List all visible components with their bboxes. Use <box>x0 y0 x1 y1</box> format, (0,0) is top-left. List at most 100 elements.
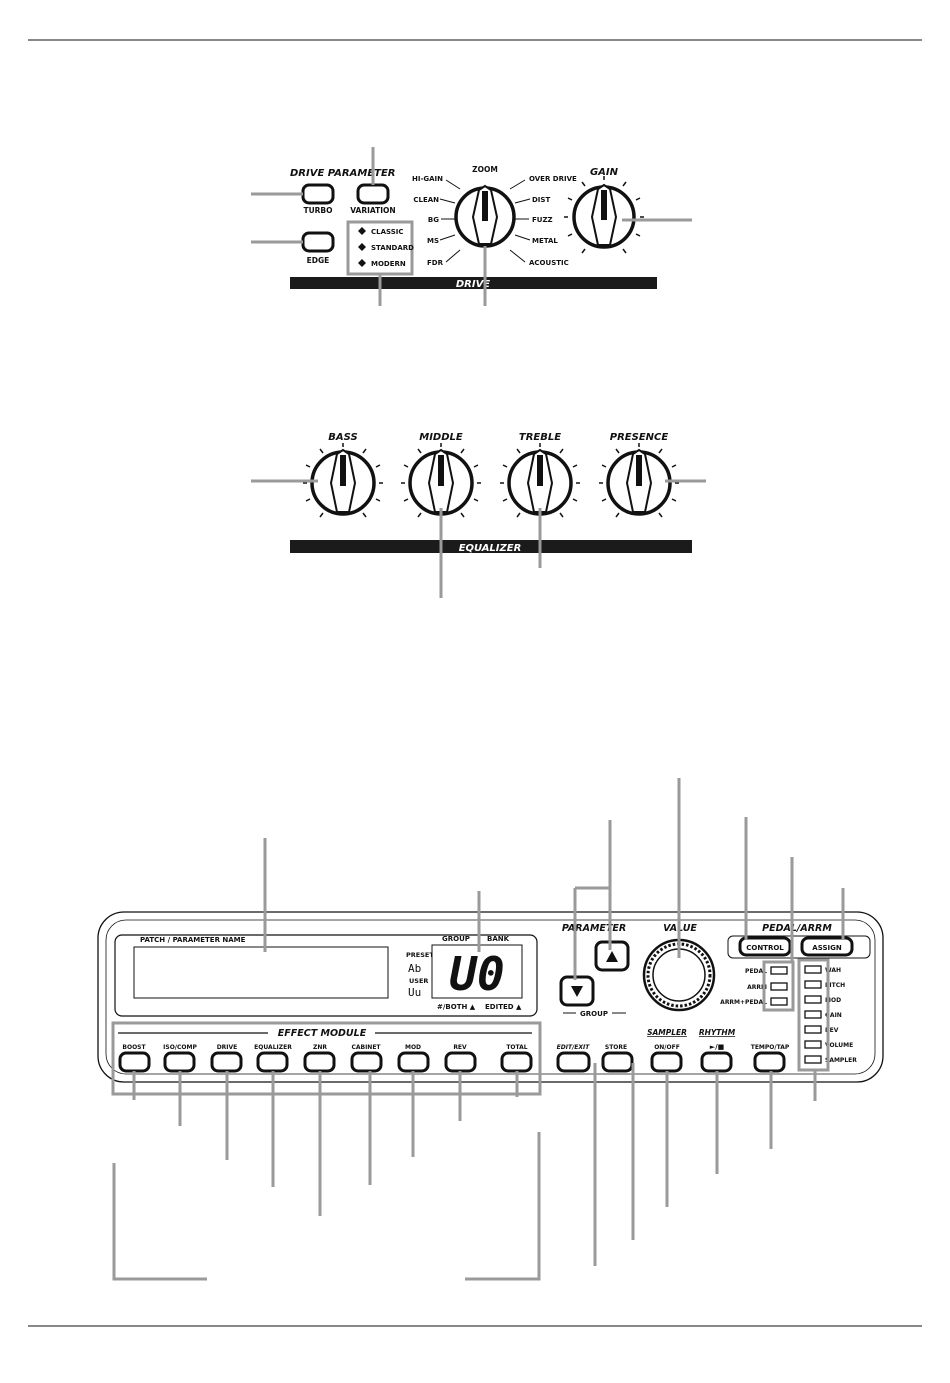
rhythm-play-stop-label: ►/■ <box>710 1043 725 1051</box>
control-label: CONTROL <box>746 944 784 952</box>
group-button-label: GROUP <box>580 1010 608 1018</box>
edge-button[interactable] <box>301 231 335 253</box>
presence-title: PRESENCE <box>610 432 669 443</box>
middle-title: MIDDLE <box>419 432 463 443</box>
preset-label: PRESET <box>406 951 434 959</box>
module-mod-button[interactable] <box>397 1051 430 1073</box>
user-value: Uu <box>408 986 421 999</box>
turbo-label: TURBO <box>303 206 332 215</box>
store-button[interactable] <box>601 1051 634 1073</box>
drive-callout-leaders <box>251 147 692 306</box>
user-label: USER <box>409 977 428 985</box>
turbo-button[interactable] <box>301 183 335 205</box>
assign-led-pitch <box>804 980 822 989</box>
assign-button[interactable] <box>800 936 854 957</box>
module-drive-label: DRIVE <box>217 1044 238 1051</box>
rhythm-title: RHYTHM <box>699 1028 736 1037</box>
drive-type-ms: MS <box>427 237 439 245</box>
equalizer-section-bar <box>290 540 692 553</box>
rhythm-play-stop-button[interactable] <box>700 1051 733 1073</box>
drive-type-fuzz: FUZZ <box>532 216 553 224</box>
variation-label: VARIATION <box>350 206 395 215</box>
down-arrow-icon <box>571 986 583 997</box>
preset-value: Ab <box>408 962 421 975</box>
assign-led-volume-label: VOLUME <box>825 1042 853 1049</box>
effect-module-buttons: BOOST ISO/COMP DRIVE EQUALIZER ZNR CABIN… <box>118 1044 533 1073</box>
drive-type-over-drive: OVER DRIVE <box>529 175 577 183</box>
assign-led-gain <box>804 1010 822 1019</box>
gain-title: GAIN <box>590 167 619 178</box>
drive-section: DRIVE PARAMETER TURBO VARIATION EDGE CLA… <box>251 147 692 306</box>
assign-led-sampler <box>804 1055 822 1064</box>
variation-classic: CLASSIC <box>371 228 404 236</box>
eq-callout-leaders <box>251 479 706 598</box>
bank-lcd <box>431 944 523 999</box>
arrm-pedal-led-label: ARRM+PEDAL <box>720 999 767 1006</box>
treble-knob[interactable] <box>507 448 573 516</box>
parameter-title: PARAMETER <box>562 923 626 934</box>
assign-label: ASSIGN <box>812 944 842 952</box>
up-arrow-icon <box>606 951 618 962</box>
module-cabinet-button[interactable] <box>350 1051 383 1073</box>
sampler-on-off-label: ON/OFF <box>654 1044 680 1051</box>
edit-exit-label: EDIT/EXIT <box>557 1044 591 1051</box>
edited-label: EDITED ▲ <box>485 1003 522 1011</box>
variation-modern: MODERN <box>371 260 406 268</box>
module-total-button[interactable] <box>500 1051 533 1073</box>
module-cabinet-label: CABINET <box>351 1044 381 1051</box>
assign-led-wah <box>804 965 822 974</box>
assign-led-volume <box>804 1040 822 1049</box>
front-panel: PATCH / PARAMETER NAME PRESET Ab USER Uu… <box>97 911 884 1083</box>
eq-scale-ticks <box>303 443 679 518</box>
gain-scale-ticks <box>564 176 644 254</box>
drive-type-clean: CLEAN <box>413 196 439 204</box>
assign-led-mod <box>804 995 822 1004</box>
drive-type-bg: BG <box>428 216 439 224</box>
assign-led-gain-label: GAIN <box>825 1012 842 1019</box>
module-znr-button[interactable] <box>303 1051 336 1073</box>
module-equalizer-label: EQUALIZER <box>254 1044 292 1051</box>
panel-callout-leaders <box>111 778 845 1281</box>
module-iso-comp-button[interactable] <box>163 1051 196 1073</box>
sampler-on-off-button[interactable] <box>650 1051 683 1073</box>
presence-knob[interactable] <box>606 448 672 516</box>
drive-type-acoustic: ACOUSTIC <box>529 259 569 267</box>
bass-knob[interactable] <box>310 448 376 516</box>
group-label: GROUP <box>442 935 470 943</box>
edit-exit-button[interactable] <box>556 1051 591 1073</box>
drive-type-metal: METAL <box>532 237 558 245</box>
assign-led-rev <box>804 1025 822 1034</box>
control-button[interactable] <box>738 936 792 957</box>
pedal-led <box>770 966 788 975</box>
module-equalizer-button[interactable] <box>256 1051 289 1073</box>
equalizer-section: BASS MIDDLE TREBLE PRESENCE <box>251 432 706 598</box>
arrm-led-label: ARRM <box>747 984 767 991</box>
patch-name-lcd <box>133 946 389 999</box>
variation-led-list: CLASSIC STANDARD MODERN <box>358 227 414 268</box>
effect-module-title: EFFECT MODULE <box>278 1028 367 1039</box>
variation-button[interactable] <box>356 183 390 205</box>
module-boost-button[interactable] <box>118 1051 151 1073</box>
module-mod-label: MOD <box>405 1044 421 1051</box>
assign-led-pitch-label: PITCH <box>825 982 845 989</box>
middle-knob[interactable] <box>408 448 474 516</box>
pedal-led-list: PEDAL ARRM ARRM+PEDAL <box>720 966 788 1006</box>
tempo-tap-button[interactable] <box>753 1051 786 1073</box>
drive-type-fdr: FDR <box>427 259 444 267</box>
bank-value: U0 <box>449 947 504 1001</box>
standard-led-icon <box>358 243 366 251</box>
drive-section-bar <box>290 277 657 289</box>
bank-label: BANK <box>487 935 510 943</box>
module-total-label: TOTAL <box>506 1044 527 1051</box>
assign-led-wah-label: WAH <box>825 967 841 974</box>
drive-type-knob[interactable] <box>454 184 516 248</box>
module-boost-label: BOOST <box>122 1044 146 1051</box>
store-label: STORE <box>605 1044 627 1051</box>
assign-led-sampler-label: SAMPLER <box>825 1057 857 1064</box>
module-iso-comp-label: ISO/COMP <box>163 1044 197 1051</box>
module-rev-button[interactable] <box>444 1051 477 1073</box>
assign-led-mod-label: MOD <box>825 997 841 1004</box>
gain-knob[interactable] <box>572 183 636 249</box>
edge-label: EDGE <box>307 256 330 265</box>
module-drive-button[interactable] <box>210 1051 243 1073</box>
